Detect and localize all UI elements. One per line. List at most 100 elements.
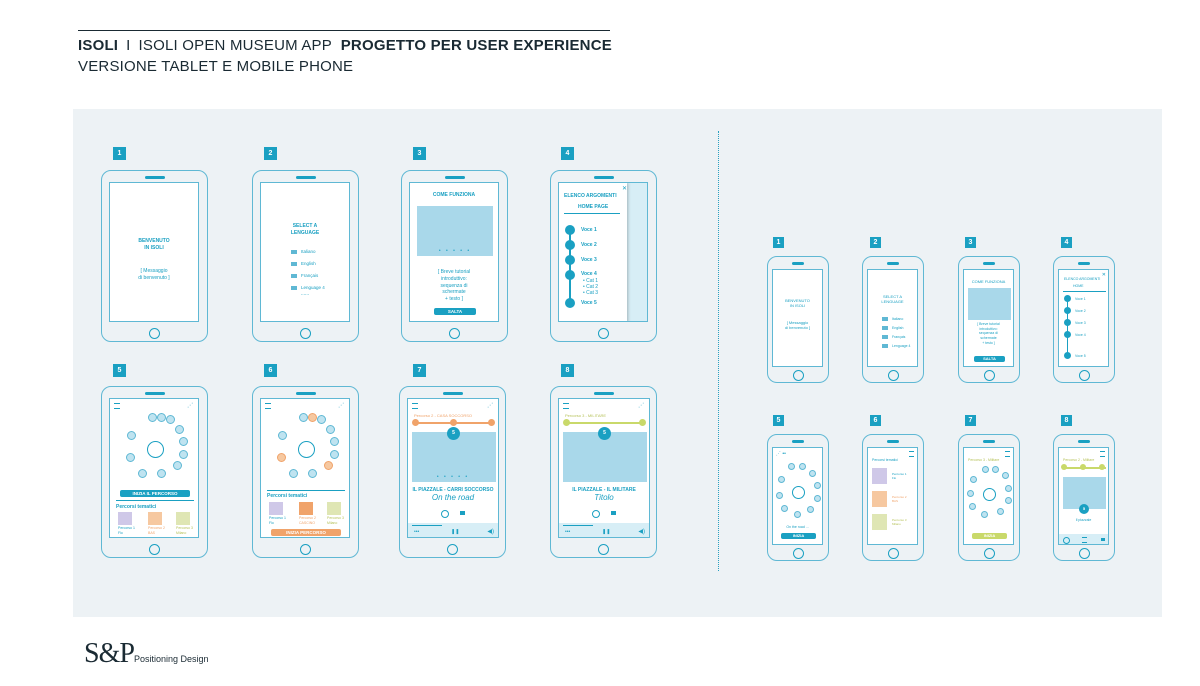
language-option[interactable]: Italiano bbox=[291, 249, 349, 254]
list-icon[interactable] bbox=[1082, 537, 1087, 543]
more-icon[interactable]: ••• bbox=[414, 529, 420, 535]
map-stop[interactable] bbox=[138, 469, 147, 478]
map-stop[interactable] bbox=[148, 413, 157, 422]
map-stop[interactable] bbox=[173, 461, 182, 470]
menu-home-link[interactable]: HOME PAGE bbox=[578, 204, 609, 210]
audio-icon[interactable] bbox=[441, 510, 449, 518]
menu-icon[interactable] bbox=[265, 403, 271, 409]
tour-tile[interactable] bbox=[872, 491, 887, 507]
skip-button[interactable]: SALTA bbox=[434, 308, 476, 315]
share-icon[interactable]: ⋰ bbox=[638, 403, 644, 409]
map-stop[interactable] bbox=[969, 503, 976, 510]
pause-icon[interactable]: ❚❚ bbox=[602, 529, 611, 535]
menu-subitem[interactable]: • Cat 3 bbox=[583, 290, 599, 296]
tour-tile[interactable] bbox=[872, 468, 887, 484]
map-stop[interactable] bbox=[330, 450, 339, 459]
map-stop[interactable] bbox=[1005, 485, 1012, 492]
home-button[interactable] bbox=[449, 328, 460, 339]
map-stop[interactable] bbox=[997, 508, 1004, 515]
map-stop[interactable] bbox=[814, 482, 821, 489]
home-button[interactable] bbox=[983, 370, 995, 381]
home-button[interactable] bbox=[887, 548, 899, 559]
tour-tile[interactable] bbox=[176, 512, 190, 525]
home-button[interactable] bbox=[598, 544, 609, 555]
home-button[interactable] bbox=[447, 544, 458, 555]
language-option[interactable]: Français bbox=[882, 335, 917, 340]
stop-pin[interactable]: 5 bbox=[447, 427, 460, 440]
map-stop[interactable] bbox=[1002, 472, 1009, 479]
volume-icon[interactable]: ◀) bbox=[487, 529, 494, 535]
video-icon[interactable] bbox=[611, 511, 616, 515]
map-stop[interactable] bbox=[317, 415, 326, 424]
map-stop[interactable] bbox=[289, 469, 298, 478]
menu-icon[interactable] bbox=[1005, 451, 1010, 457]
progress-node[interactable] bbox=[1099, 464, 1105, 470]
home-button[interactable] bbox=[887, 370, 899, 381]
progress-node[interactable] bbox=[450, 419, 457, 426]
carousel-dots[interactable]: • • • • • bbox=[436, 474, 470, 480]
language-option[interactable]: Italiano bbox=[882, 317, 917, 322]
progress-node[interactable] bbox=[1080, 464, 1086, 470]
home-button[interactable] bbox=[983, 548, 995, 559]
progress-node[interactable] bbox=[412, 419, 419, 426]
menu-item[interactable]: Voce 4 bbox=[581, 271, 597, 277]
map-stop[interactable] bbox=[175, 425, 184, 434]
home-button[interactable] bbox=[300, 328, 311, 339]
map-stop[interactable] bbox=[157, 469, 166, 478]
map-stop[interactable] bbox=[126, 453, 135, 462]
map-stop[interactable] bbox=[970, 476, 977, 483]
map-stop-highlight[interactable] bbox=[277, 453, 286, 462]
map-stop[interactable] bbox=[788, 463, 795, 470]
start-tour-button[interactable]: INIZIA PERCORSO bbox=[271, 529, 341, 536]
language-option[interactable]: Lenguage 4 bbox=[291, 285, 349, 290]
share-icon[interactable]: ⋰ •• bbox=[776, 451, 786, 457]
video-icon[interactable] bbox=[460, 511, 465, 515]
map-stop[interactable] bbox=[299, 413, 308, 422]
more-icon[interactable]: ••• bbox=[565, 529, 571, 535]
tour-tile[interactable] bbox=[148, 512, 162, 525]
menu-item[interactable]: Voce 3 bbox=[581, 257, 597, 263]
map-stop[interactable] bbox=[981, 511, 988, 518]
menu-item[interactable]: Voce 4 bbox=[1075, 333, 1086, 337]
map-stop[interactable] bbox=[157, 413, 166, 422]
progress-node[interactable] bbox=[1061, 464, 1067, 470]
volume-icon[interactable]: ◀) bbox=[638, 529, 645, 535]
pause-icon[interactable]: ❚❚ bbox=[451, 529, 460, 535]
home-button[interactable] bbox=[149, 544, 160, 555]
home-button[interactable] bbox=[792, 548, 804, 559]
map-stop[interactable] bbox=[776, 492, 783, 499]
language-option[interactable]: Lenguage 4 bbox=[882, 344, 917, 349]
map-stop[interactable] bbox=[278, 431, 287, 440]
menu-item[interactable]: Voce 1 bbox=[1075, 297, 1086, 301]
map-stop[interactable] bbox=[807, 506, 814, 513]
menu-icon[interactable] bbox=[909, 451, 914, 457]
home-button[interactable] bbox=[149, 328, 160, 339]
map-stop[interactable] bbox=[982, 466, 989, 473]
progress-node[interactable] bbox=[488, 419, 495, 426]
stop-pin[interactable]: 5 bbox=[598, 427, 611, 440]
start-button[interactable]: INIZIA bbox=[781, 533, 816, 539]
menu-item[interactable]: Voce 3 bbox=[1075, 321, 1086, 325]
video-icon[interactable] bbox=[1101, 538, 1105, 541]
menu-home-link[interactable]: HOME bbox=[1073, 284, 1084, 288]
menu-item[interactable]: Voce 5 bbox=[1075, 354, 1086, 358]
map-stop[interactable] bbox=[1005, 497, 1012, 504]
home-button[interactable] bbox=[792, 370, 804, 381]
menu-item[interactable]: Voce 2 bbox=[1075, 309, 1086, 313]
map-stop-highlight[interactable] bbox=[308, 413, 317, 422]
audio-progress[interactable] bbox=[412, 525, 442, 526]
progress-node[interactable] bbox=[563, 419, 570, 426]
menu-item[interactable]: Voce 5 bbox=[581, 300, 597, 306]
map-stop[interactable] bbox=[781, 505, 788, 512]
home-button[interactable] bbox=[300, 544, 311, 555]
menu-item[interactable]: Voce 2 bbox=[581, 242, 597, 248]
audio-icon[interactable] bbox=[592, 510, 600, 518]
menu-icon[interactable] bbox=[1100, 451, 1105, 457]
close-icon[interactable]: ✕ bbox=[622, 186, 628, 192]
tour-tile[interactable] bbox=[327, 502, 341, 515]
home-button[interactable] bbox=[1078, 548, 1090, 559]
menu-icon[interactable] bbox=[563, 403, 569, 409]
home-button[interactable] bbox=[598, 328, 609, 339]
home-button[interactable] bbox=[1078, 370, 1090, 381]
language-option[interactable]: English bbox=[291, 261, 349, 266]
